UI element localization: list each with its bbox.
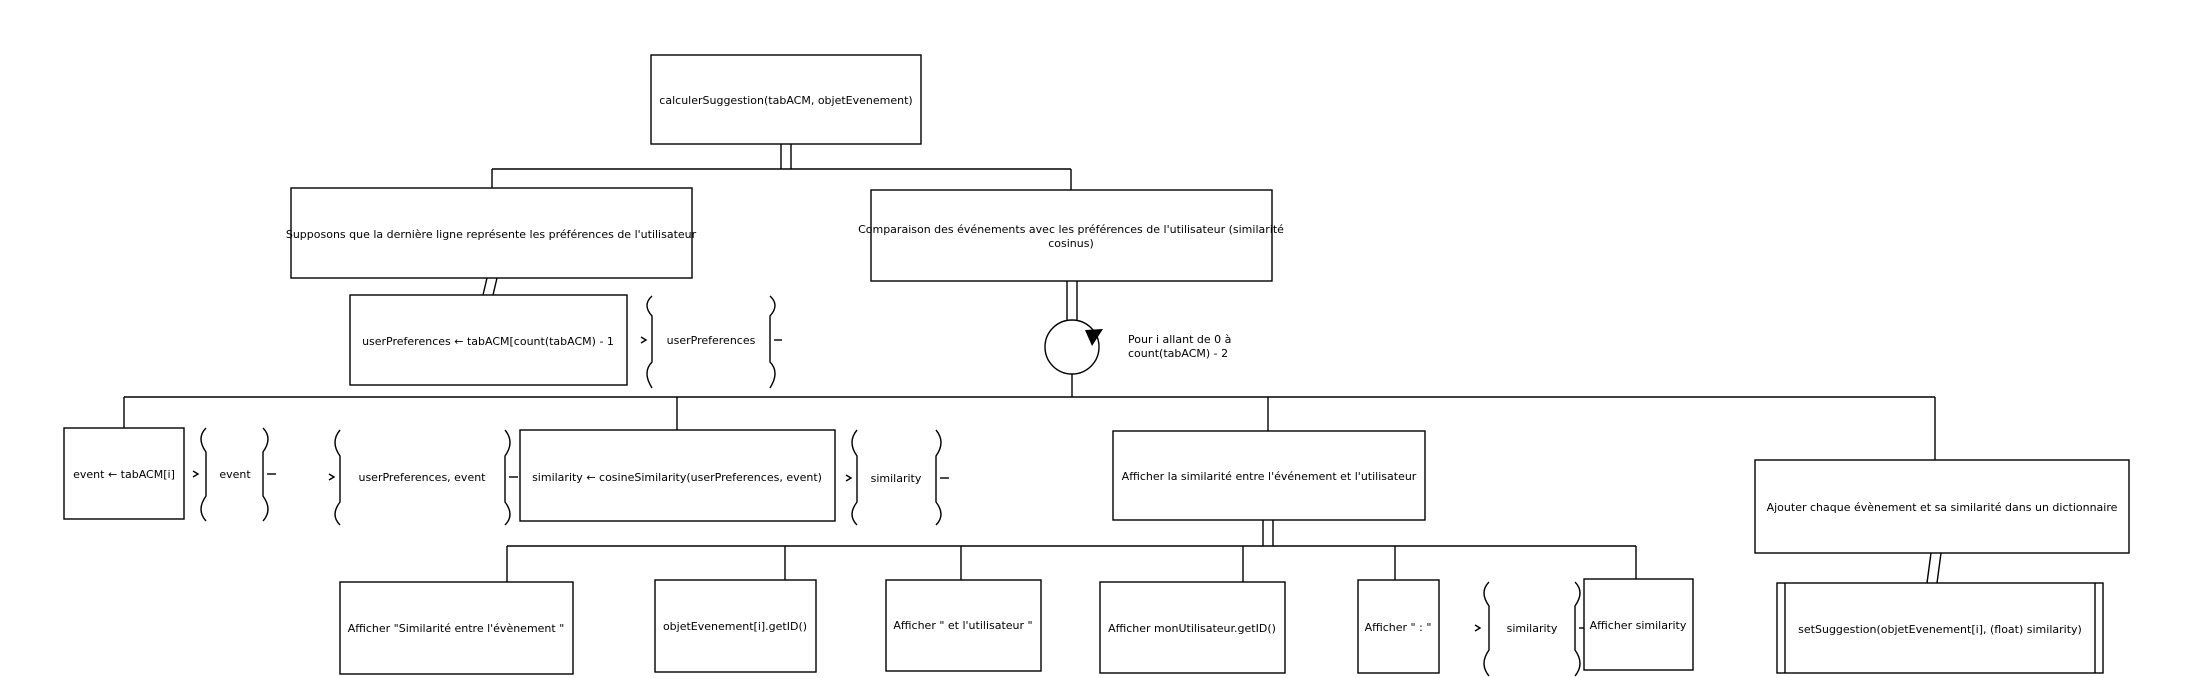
user-preferences-assign-box: [349, 294, 628, 386]
connectors: [123, 144, 1942, 584]
add-dictionary-box: [1754, 459, 2130, 554]
print-and-user-box: [885, 579, 1042, 672]
flow-event: event: [192, 427, 276, 522]
similarity-assign-box: [519, 429, 836, 522]
print-between-label: Afficher "Similarité entre l'évènement ": [348, 622, 565, 635]
loop-label-line1: Pour i allant de 0 à: [1128, 333, 1231, 346]
compare-events-label-line1: Comparaison des événements avec les préf…: [858, 223, 1284, 236]
flow-similarity-label: similarity: [871, 472, 922, 485]
set-suggestion-box: [1776, 582, 2104, 674]
print-between-box: [339, 581, 574, 675]
add-dictionary-label: Ajouter chaque évènement et sa similarit…: [1767, 501, 2118, 514]
similarity-assign-label: similarity ← cosineSimilarity(userPrefer…: [532, 471, 822, 484]
loop-icon: [1044, 319, 1100, 375]
print-similarity-label: Afficher similarity: [1590, 619, 1687, 632]
event-assign-box: [63, 427, 185, 520]
display-similarity-label: Afficher la similarité entre l'événement…: [1122, 470, 1417, 483]
flow-similarity: similarity: [845, 429, 949, 526]
flow-input-params: userPreferences, event: [328, 429, 518, 526]
root-box: [650, 54, 922, 145]
print-user-id-box: [1099, 581, 1286, 674]
flow-similarity-2: similarity: [1474, 581, 1584, 677]
event-assign-label: event ← tabACM[i]: [73, 468, 175, 481]
print-colon-box: [1357, 579, 1440, 674]
root-label: calculerSuggestion(tabACM, objetEvenemen…: [659, 94, 912, 107]
set-suggestion-label: setSuggestion(objetEvenement[i], (float)…: [1798, 623, 2082, 636]
compare-events-box: [870, 189, 1273, 282]
loop-label-line2: count(tabACM) - 2: [1128, 347, 1228, 360]
assume-preferences-label: Supposons que la dernière ligne représen…: [286, 228, 697, 241]
get-event-id-label: objetEvenement[i].getID(): [663, 620, 807, 633]
flow-user-preferences: userPreferences: [640, 295, 782, 389]
flow-similarity-2-label: similarity: [1507, 622, 1558, 635]
print-and-user-label: Afficher " et l'utilisateur ": [893, 619, 1032, 632]
assume-preferences-box: [290, 187, 693, 279]
print-user-id-label: Afficher monUtilisateur.getID(): [1108, 622, 1276, 635]
user-preferences-assign-label: userPreferences ← tabACM[count(tabACM) -…: [362, 335, 614, 348]
get-event-id-box: [654, 579, 817, 673]
loop-arrow-icon: [1085, 329, 1103, 346]
flow-input-params-label: userPreferences, event: [358, 471, 486, 484]
flow-event-label: event: [219, 468, 251, 481]
print-similarity-box: [1583, 578, 1694, 671]
print-colon-label: Afficher " : ": [1365, 621, 1432, 634]
display-similarity-box: [1112, 430, 1426, 521]
flow-user-preferences-label: userPreferences: [667, 334, 756, 347]
compare-events-label-line2: cosinus): [1048, 237, 1094, 250]
